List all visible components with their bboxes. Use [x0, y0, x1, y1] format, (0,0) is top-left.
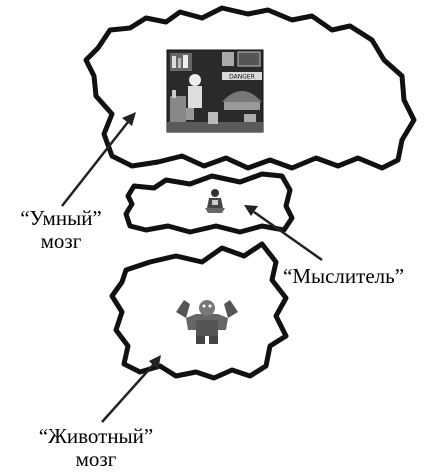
animal-brain-label-line1: “Животный”	[38, 424, 154, 448]
smart-brain-label-line2: мозг	[40, 229, 82, 253]
thinker-figure	[205, 189, 225, 213]
smart-brain-label-line1: “Умный”	[20, 206, 102, 230]
laboratory-picture: DANGER	[166, 49, 264, 133]
monster-figure	[176, 300, 238, 344]
animal-brain-cloud	[109, 241, 289, 381]
animal-brain-label: “Животный” мозг	[6, 425, 186, 471]
danger-sign-text: DANGER	[229, 74, 255, 81]
arrow-smart-brain	[61, 112, 136, 207]
smart-brain-label: “Умный” мозг	[2, 207, 120, 253]
arrow-thinker	[244, 205, 323, 262]
animal-brain-label-line2: мозг	[75, 447, 117, 471]
thinker-label: “Мыслитель”	[283, 264, 405, 288]
arrow-animal-brain	[101, 355, 161, 423]
